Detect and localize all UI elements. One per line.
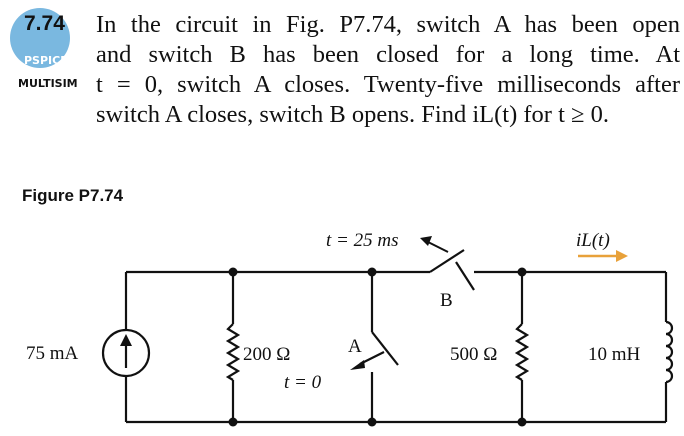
- figure-title: Figure P7.74: [22, 186, 124, 205]
- switch-b-arrow: [420, 236, 432, 246]
- junction-dot: [367, 267, 377, 277]
- current-arrow-icon: [616, 250, 628, 262]
- switch-b: [429, 249, 475, 291]
- switch-a-time: t = 0: [284, 372, 322, 393]
- switch-a-name: A: [348, 336, 362, 357]
- problem-line-2: and switch B has been closed for a long …: [96, 41, 680, 68]
- problem-line-4: switch A closes, switch B opens. Find iL…: [96, 101, 609, 128]
- junction-dot: [517, 267, 527, 277]
- inductor-10-mh: [665, 320, 674, 384]
- junction-dot: [228, 267, 238, 277]
- junction-dot: [367, 417, 377, 427]
- multisim-tag: MULTISIM: [18, 77, 78, 90]
- junction-dots: [228, 267, 527, 427]
- switch-b-name: B: [440, 290, 453, 311]
- problem-number: 7.74: [24, 12, 65, 35]
- inductor-value: 10 mH: [588, 344, 641, 365]
- switch-b-time: t = 25 ms: [326, 230, 398, 251]
- r2-value: 500 Ω: [450, 344, 497, 365]
- junction-dot: [228, 417, 238, 427]
- problem-number-badge: [10, 8, 70, 68]
- pspice-tag: PSPICE: [24, 54, 68, 67]
- current-source: [101, 328, 151, 378]
- problem-statement: In the circuit in Fig. P7.74, switch A h…: [96, 10, 680, 130]
- r1-value: 200 Ω: [243, 344, 290, 365]
- problem-line-3: t = 0, switch A closes. Twenty-five mill…: [96, 71, 680, 98]
- switch-a-arrow: [350, 360, 365, 370]
- resistor-200-ohm: [225, 323, 241, 381]
- circuit-wires: [124, 270, 668, 424]
- junction-dot: [517, 417, 527, 427]
- current-label: iL(t): [576, 230, 610, 251]
- problem-line-1: In the circuit in Fig. P7.74, switch A h…: [96, 11, 680, 38]
- source-value: 75 mA: [26, 343, 79, 364]
- resistor-500-ohm: [514, 323, 530, 381]
- switch-a: [359, 331, 399, 366]
